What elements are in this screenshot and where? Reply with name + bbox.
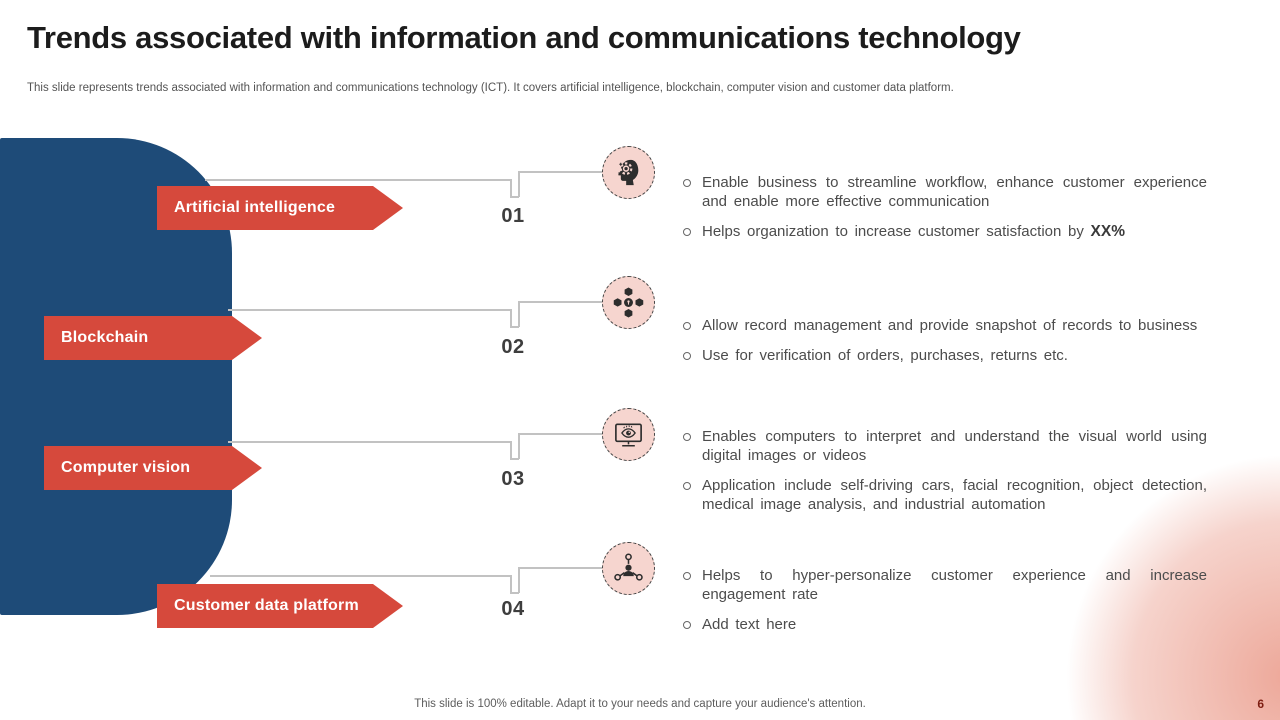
step-number-3: 03 [501,468,525,490]
connector-line [510,179,512,197]
trend-label: Blockchain [61,329,149,346]
connector-line [510,575,512,593]
label-arrow-customer-data-platform: Customer data platform [157,584,403,628]
list-item: Add text here [683,615,1207,634]
bullet-circle-icon [683,433,691,441]
connector-line [205,179,510,181]
list-item: Allow record management and provide snap… [683,316,1207,335]
bullet-circle-icon [683,572,691,580]
step-number-4: 04 [501,598,525,620]
connector-line [510,458,519,460]
list-item: Helps to hyper-personalize customer expe… [683,566,1207,604]
trend-bullets-4: Helps to hyper-personalize customer expe… [683,566,1207,645]
customer-data-platform-network-icon [602,542,655,595]
trend-label: Computer vision [61,459,191,476]
label-arrow-artificial-intelligence: Artificial intelligence [157,186,403,230]
connector-line [518,171,603,173]
bullet-circle-icon [683,179,691,187]
page-title: Trends associated with information and c… [27,20,1021,55]
connector-line [518,433,520,459]
connector-line [518,567,603,569]
connector-line [518,301,603,303]
bullet-circle-icon [683,322,691,330]
label-arrow-computer-vision: Computer vision [44,446,262,490]
step-number-1: 01 [501,205,525,227]
connector-line [518,301,520,327]
connector-line [510,441,512,459]
trend-bullets-3: Enables computers to interpret and under… [683,427,1207,525]
connector-line [228,441,510,443]
connector-line [518,433,603,435]
connector-line [518,171,520,197]
trend-label: Customer data platform [174,597,359,614]
connector-line [228,309,510,311]
step-number-2: 02 [501,336,525,358]
trend-bullets-1: Enable business to streamline workflow, … [683,173,1207,252]
list-item: Enables computers to interpret and under… [683,427,1207,465]
connector-line [210,575,510,577]
connector-line [518,567,520,593]
label-arrow-blockchain: Blockchain [44,316,262,360]
connector-line [510,592,519,594]
connector-line [510,326,519,328]
trend-bullets-2: Allow record management and provide snap… [683,316,1207,376]
connector-line [510,309,512,327]
list-item: Use for verification of orders, purchase… [683,346,1207,365]
page-number: 6 [1257,697,1264,711]
list-item: Application include self-driving cars, f… [683,476,1207,514]
list-item: Enable business to streamline workflow, … [683,173,1207,211]
computer-vision-monitor-eye-icon [602,408,655,461]
ai-head-gear-icon [602,146,655,199]
page-subtitle: This slide represents trends associated … [27,82,954,94]
bullet-circle-icon [683,228,691,236]
connector-line [510,196,519,198]
blockchain-cubes-icon [602,276,655,329]
footer-note: This slide is 100% editable. Adapt it to… [414,698,866,710]
list-item: Helps organization to increase customer … [683,222,1207,241]
bullet-circle-icon [683,482,691,490]
trend-label: Artificial intelligence [174,199,336,216]
bullet-circle-icon [683,621,691,629]
bullet-circle-icon [683,352,691,360]
